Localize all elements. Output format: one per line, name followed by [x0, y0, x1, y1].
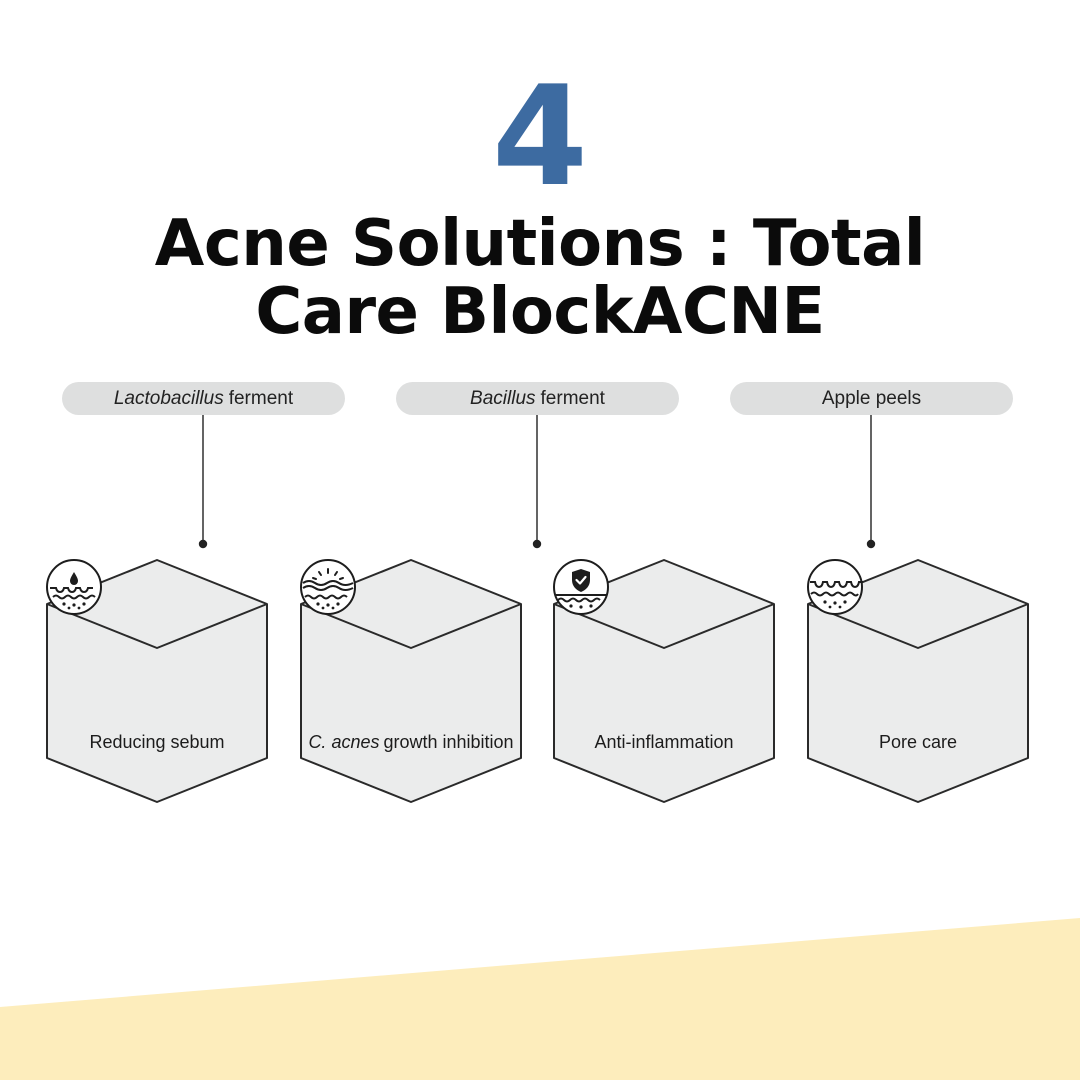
cube-shape — [553, 559, 775, 803]
benefit-italic: C. acnes — [308, 732, 380, 752]
benefit-label: Reducing sebum — [41, 732, 273, 753]
step-number: 4 — [491, 56, 589, 217]
cube-shape — [300, 559, 522, 803]
benefit-text: Anti-inflammation — [594, 732, 734, 752]
pore-care-icon — [807, 559, 863, 615]
shield-check-icon — [553, 559, 609, 615]
cube-shape — [807, 559, 1029, 803]
benefit-text: growth inhibition — [383, 732, 514, 752]
benefit-text: Reducing sebum — [89, 732, 225, 752]
ingredient-italic: Lactobacillus — [113, 387, 224, 409]
bacteria-inhibition-icon — [300, 559, 356, 615]
benefit-text: Pore care — [878, 732, 958, 752]
ingredient-text: ferment — [228, 387, 294, 409]
benefit-cube-reducing-sebum: Reducing sebum — [45, 558, 269, 804]
cube-shape — [46, 559, 268, 803]
page-title: Acne Solutions : Total Care BlockACNE — [154, 207, 926, 349]
benefit-cube-pore-care: Pore care — [806, 558, 1030, 804]
benefit-label: Pore care — [802, 732, 1034, 753]
benefit-cube-anti-inflammation: Anti-inflammation — [552, 558, 776, 804]
ingredient-text: Apple peels — [821, 387, 922, 409]
benefit-label: Anti-inflammation — [548, 732, 780, 753]
ingredient-pill-apple-peels: Apple peels — [730, 382, 1013, 415]
ingredient-text: ferment — [540, 387, 605, 409]
sebum-drop-icon — [46, 559, 102, 615]
ingredient-italic: Bacillus — [470, 387, 536, 409]
